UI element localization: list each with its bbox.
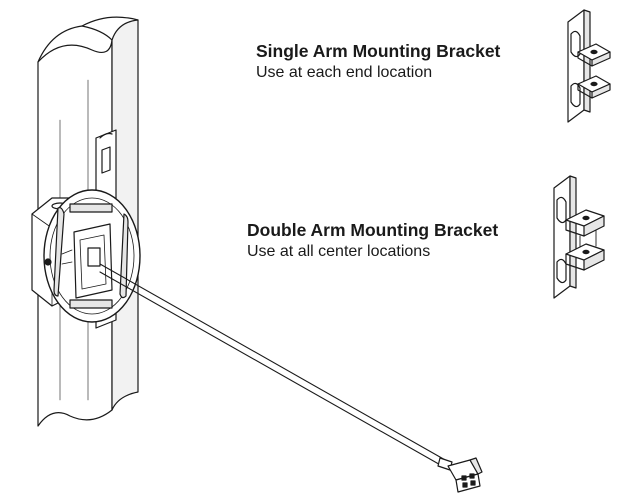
double-bracket-title: Double Arm Mounting Bracket: [247, 220, 499, 240]
single-bracket-subtitle: Use at each end location: [256, 64, 433, 81]
cable-connector: [448, 458, 482, 492]
single-bracket-label: Single Arm Mounting Bracket Use at each …: [256, 40, 500, 84]
double-bracket-subtitle: Use at all center locations: [247, 243, 431, 260]
double-arm-bracket-icon: [554, 176, 604, 298]
power-cable: [100, 264, 452, 470]
single-bracket-title: Single Arm Mounting Bracket: [256, 41, 501, 61]
mounting-plate: [44, 190, 140, 322]
double-bracket-label: Double Arm Mounting Bracket Use at all c…: [247, 219, 498, 263]
single-arm-bracket-icon: [568, 10, 610, 122]
